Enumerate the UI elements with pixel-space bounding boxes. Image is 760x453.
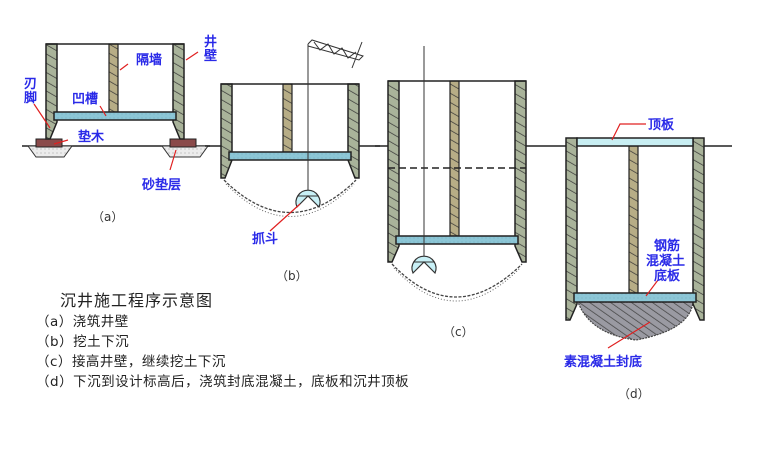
label-shaft-wall-1: 井 bbox=[204, 34, 217, 50]
shaft-wall-right bbox=[514, 80, 527, 263]
label-sand-cushion: 砂垫层 bbox=[141, 177, 181, 193]
caption-b: （b） bbox=[276, 269, 308, 283]
top-slab bbox=[576, 137, 694, 147]
excavation-arc bbox=[391, 263, 523, 298]
shaft-wall-right bbox=[692, 137, 705, 321]
partition-wall bbox=[108, 43, 119, 113]
plain-concrete-seal bbox=[577, 301, 694, 341]
label-rc-bottom-1: 钢筋 bbox=[654, 238, 680, 254]
shaft-wall-right bbox=[172, 43, 185, 140]
rc-bottom-slab bbox=[573, 292, 697, 303]
caption-a: （a） bbox=[92, 210, 123, 224]
label-groove: 凹槽 bbox=[72, 91, 98, 107]
label-shaft-wall-2: 壁 bbox=[204, 48, 217, 64]
pad-wood-right bbox=[169, 138, 197, 148]
step-c: （c）接高井壁，继续挖土下沉 bbox=[36, 354, 226, 370]
legend: 沉井施工程序示意图 （a）浇筑井壁 （b）挖土下沉 （c）接高井壁，继续挖土下沉… bbox=[36, 290, 409, 392]
label-top-slab: 顶板 bbox=[648, 117, 675, 133]
leader-lines bbox=[33, 51, 199, 171]
caption-c: （c） bbox=[443, 325, 474, 339]
label-partition: 隔墙 bbox=[136, 52, 162, 68]
leader-lines bbox=[607, 123, 659, 349]
panel-a: 刃 脚 隔墙 井 壁 凹槽 垫木 砂垫层 （a） bbox=[22, 34, 217, 224]
sand-cushion-left bbox=[27, 145, 73, 158]
grab-bucket-icon bbox=[411, 255, 437, 275]
caption-d: （d） bbox=[618, 387, 650, 401]
panel-d: 顶板 钢筋 混凝土 底板 素混凝土封底 （d） bbox=[548, 117, 732, 401]
step-b: （b）挖土下沉 bbox=[36, 334, 130, 350]
panel-c: （c） bbox=[375, 46, 548, 339]
grab-bucket-icon bbox=[295, 189, 321, 209]
label-grab-bucket: 抓斗 bbox=[252, 231, 278, 247]
shaft-wall-left bbox=[220, 83, 233, 179]
label-rc-bottom-3: 底板 bbox=[654, 268, 681, 284]
label-plain-seal: 素混凝土封底 bbox=[564, 354, 642, 370]
shaft-wall-left bbox=[565, 137, 578, 321]
crane-icon bbox=[307, 39, 364, 196]
partition-wall bbox=[449, 80, 460, 237]
shaft-wall-right bbox=[347, 83, 360, 179]
label-rc-bottom-2: 混凝土 bbox=[646, 253, 685, 269]
panel-b: 抓斗 （b） bbox=[205, 39, 380, 283]
label-pad-wood: 垫木 bbox=[78, 129, 105, 145]
diagram-title: 沉井施工程序示意图 bbox=[60, 291, 214, 310]
partition-wall bbox=[282, 83, 293, 153]
sand-cushion-right bbox=[161, 145, 209, 158]
bottom-slab bbox=[395, 235, 519, 245]
partition-wall bbox=[628, 145, 639, 294]
excavation-arc bbox=[223, 179, 357, 213]
bottom-slab-groove bbox=[53, 111, 177, 121]
step-d: （d）下沉到设计标高后，浇筑封底混凝土，底板和沉井顶板 bbox=[36, 374, 410, 390]
shaft-wall-left bbox=[387, 80, 400, 263]
label-blade-foot-1: 刃 bbox=[24, 77, 37, 92]
bottom-slab bbox=[228, 151, 352, 161]
label-blade-foot-2: 脚 bbox=[24, 90, 37, 106]
step-a: （a）浇筑井壁 bbox=[36, 314, 129, 330]
